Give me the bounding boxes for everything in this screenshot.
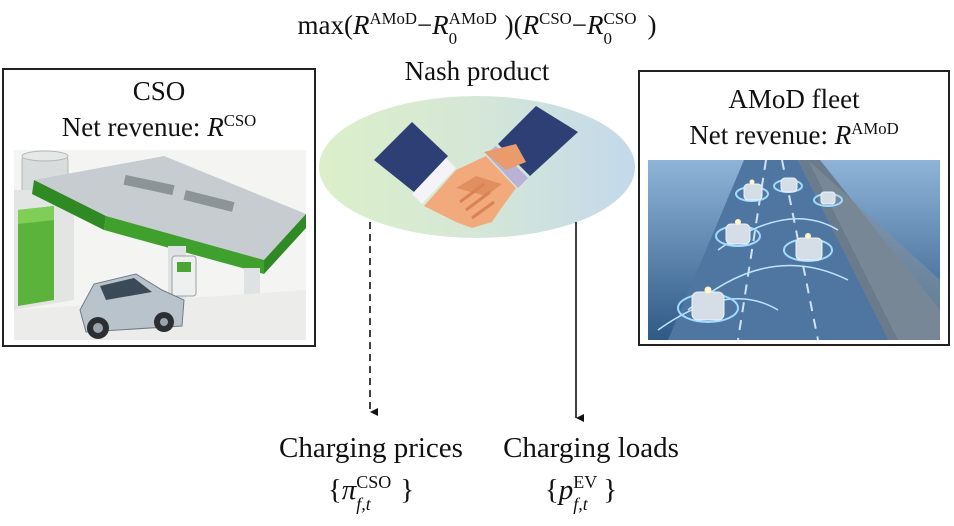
- loads-script: EV f,t: [573, 472, 603, 514]
- prices-brace-close: }: [400, 474, 415, 506]
- loads-var: p: [558, 474, 574, 506]
- cso-panel: CSO Net revenue: RCSO: [2, 68, 316, 347]
- charging-loads-label: Charging loads: [503, 432, 679, 464]
- formula-r0-amod: R: [432, 10, 449, 40]
- prices-var: π: [341, 474, 357, 506]
- formula-max: max(: [297, 10, 354, 40]
- cso-revenue-label: Net revenue:: [61, 112, 208, 142]
- amod-title: AMoD fleet: [728, 84, 860, 114]
- nash-handshake-graphic: [319, 96, 635, 238]
- formula-r0-amod-sub: 0: [448, 29, 458, 48]
- amod-revenue-label: Net revenue:: [689, 120, 835, 150]
- formula-cso-sup: CSO: [539, 9, 572, 28]
- autonomous-fleet-image: [648, 160, 940, 340]
- cso-revenue-sup: CSO: [223, 111, 257, 130]
- formula-minus: −: [416, 10, 433, 40]
- amod-panel: AMoD fleet Net revenue: RAMoD: [638, 70, 950, 346]
- handshake-icon: [374, 106, 578, 228]
- charging-prices-label: Charging prices: [279, 432, 463, 464]
- prices-script: CSO f,t: [356, 472, 400, 514]
- formula-r0-cso-sub: 0: [603, 29, 612, 48]
- prices-sup: CSO: [356, 472, 392, 492]
- formula-amod-sup: AMoD: [369, 9, 417, 28]
- formula-r-cso: R: [522, 10, 540, 40]
- formula-minus-2: −: [571, 10, 587, 40]
- formula-r0-cso-sup: CSO: [603, 9, 637, 28]
- cso-title: CSO: [132, 76, 186, 106]
- amod-revenue-var: R: [834, 120, 852, 150]
- formula-paren: )(: [504, 10, 523, 40]
- amod-revenue-sup: AMoD: [851, 119, 899, 138]
- nash-product-label: Nash product: [404, 56, 550, 86]
- formula-r-amod: R: [353, 10, 370, 40]
- cso-net-revenue: Net revenue: RCSO: [4, 112, 314, 143]
- formula-close: ): [647, 10, 657, 40]
- formula-r0-amod-sup: AMoD: [448, 9, 497, 28]
- prices-sub: f,t: [356, 494, 371, 514]
- loads-sup: EV: [573, 472, 598, 492]
- formula-r0-cso: R: [586, 10, 604, 40]
- loads-brace-open: {: [544, 474, 559, 506]
- amod-net-revenue: Net revenue: RAMoD: [640, 120, 948, 151]
- cso-revenue-var: R: [207, 112, 224, 142]
- prices-brace-open: {: [327, 474, 342, 506]
- loads-sub: f,t: [573, 494, 588, 514]
- charging-station-image: [14, 150, 306, 340]
- loads-brace-close: }: [603, 474, 618, 506]
